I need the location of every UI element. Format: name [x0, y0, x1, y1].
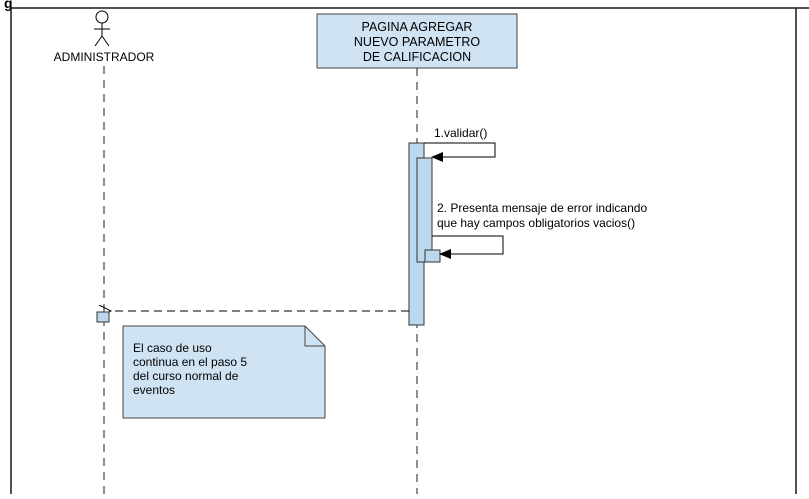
object-label-line-1: PAGINA AGREGAR	[362, 20, 473, 34]
message-2-label-line-2: que hay campos obligatorios vacios()	[437, 216, 635, 230]
note-line-1: El caso de uso	[133, 341, 212, 355]
activation-bar-nested	[416, 157, 433, 263]
message-1-arrow	[424, 142, 496, 162]
note-line-2: continua en el paso 5	[133, 355, 247, 369]
message-2-arrow	[432, 235, 504, 259]
note-box	[122, 325, 326, 419]
note-folded-corner	[304, 326, 325, 347]
object-box	[316, 13, 518, 69]
message-2-label-line-1: 2. Presenta mensaje de error indicando	[437, 201, 647, 215]
activation-bar-inner	[424, 249, 441, 263]
actor-label: ADMINISTRADOR	[54, 50, 155, 64]
message-1-label: 1.validar()	[434, 126, 487, 140]
actor-icon	[94, 10, 110, 47]
object-label-line-3: DE CALIFICACION	[363, 50, 471, 64]
object-label-line-2: NUEVO PARAMETRO	[354, 35, 480, 49]
actor-activation-bar	[96, 311, 110, 323]
note-line-3: del curso normal de	[133, 369, 239, 383]
partial-title: g	[4, 0, 13, 11]
note-line-4: eventos	[133, 383, 175, 397]
